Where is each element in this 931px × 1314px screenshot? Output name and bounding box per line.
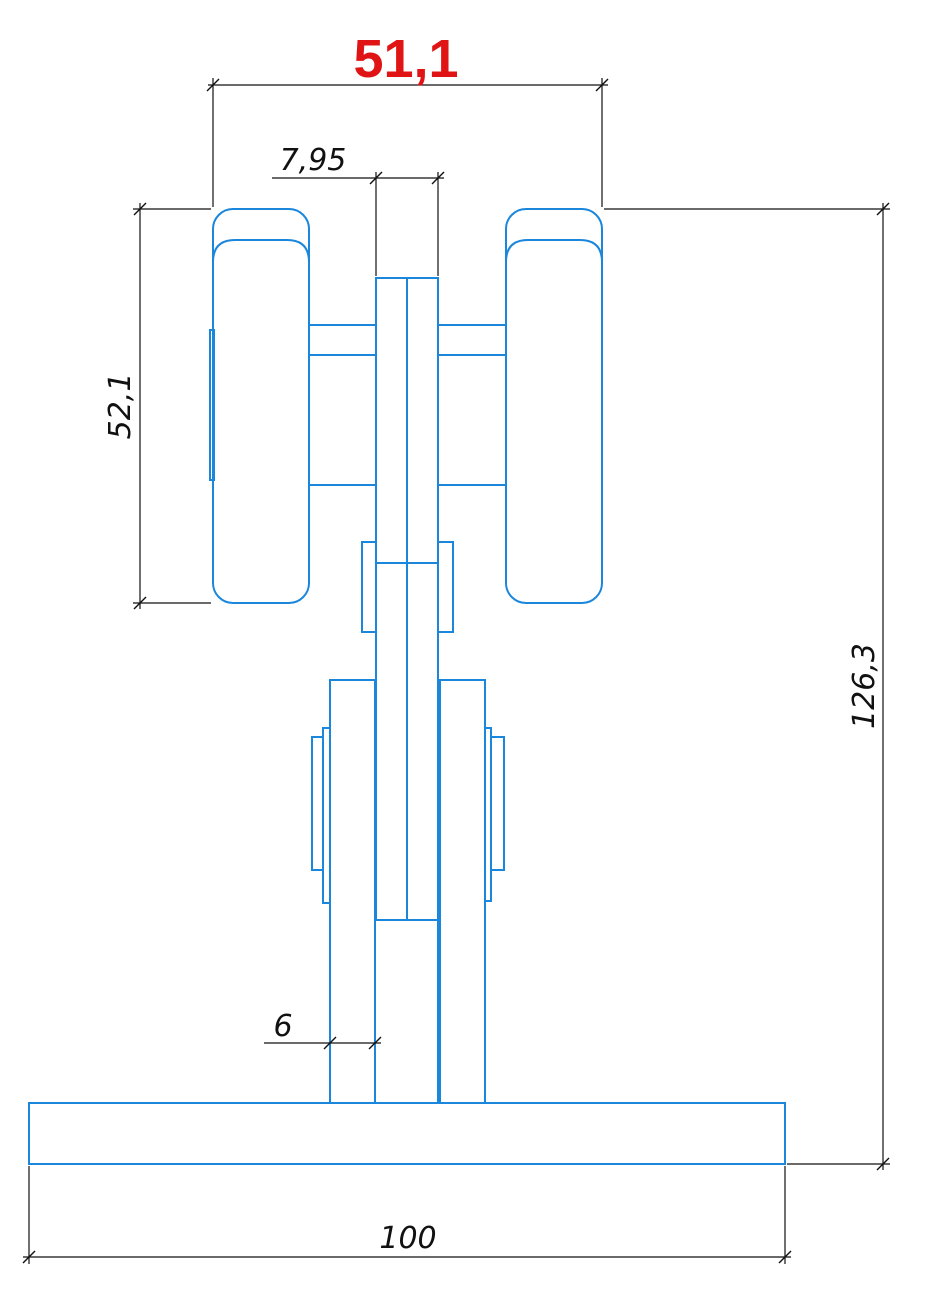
center-plate [375,277,439,921]
axle [309,324,506,486]
bolts [311,727,505,904]
bracket-thickness-label: 6 [273,1009,292,1044]
base-plate [28,1102,786,1165]
plate-thickness-label: 7,95 [280,143,347,178]
dimension-lines [22,78,890,1264]
wheel-height-label: 52,1 [103,373,138,440]
base-width-label: 100 [379,1221,436,1256]
overall-width-label: 51,1 [353,29,458,89]
roller-assembly [28,208,786,1165]
right-wheel [505,208,603,604]
total-height-label: 126,3 [847,643,882,729]
left-wheel [209,208,310,604]
spacer-blocks [361,541,454,633]
